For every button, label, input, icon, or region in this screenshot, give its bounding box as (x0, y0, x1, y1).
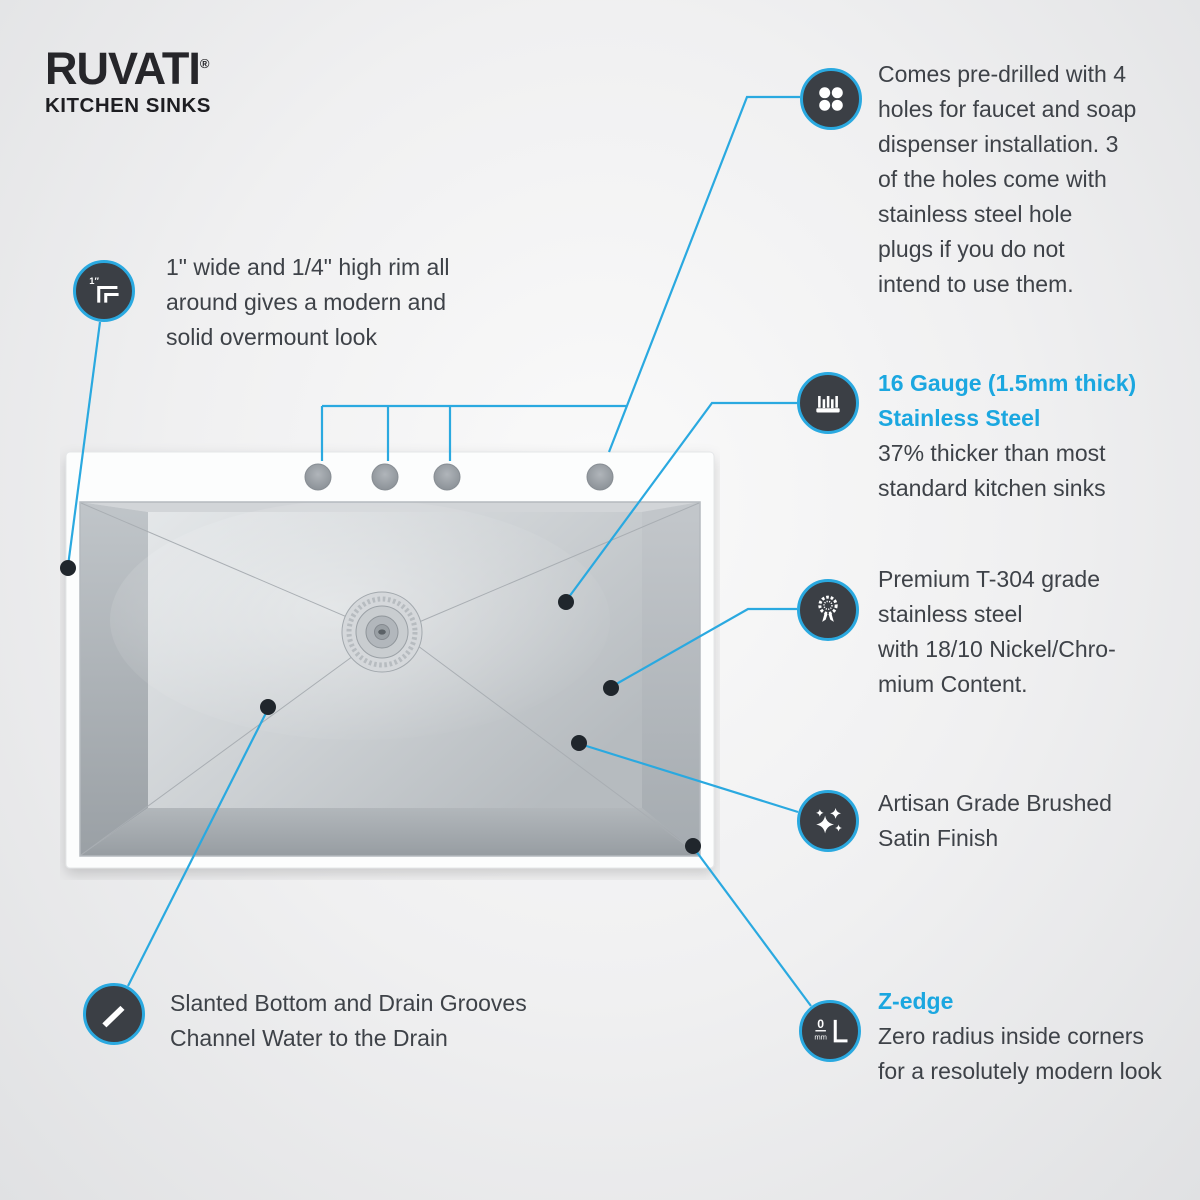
callout-slanted: Slanted Bottom and Drain Grooves Channel… (170, 986, 527, 1056)
faucet-hole-1 (304, 463, 332, 491)
slope-icon (102, 1005, 125, 1028)
thickness-gauge-icon (816, 396, 840, 413)
premium-badge (797, 579, 859, 641)
rim-badge: 1″ (73, 260, 135, 322)
rim-profile-icon: 1″ (89, 276, 119, 303)
basin-bottom-wall (80, 808, 700, 856)
callout-pre-drilled-text: Comes pre-drilled with 4 holes for fauce… (878, 61, 1137, 297)
callout-rim: 1" wide and 1/4" high rim all around giv… (166, 250, 450, 355)
callout-z-edge-heading: Z-edge (878, 988, 954, 1014)
callout-gauge-heading: 16 Gauge (1.5mm thick) Stainless Steel (878, 370, 1137, 431)
zero-label: 0 (817, 1017, 824, 1031)
faucet-holes-icon (819, 87, 843, 111)
basin-left-wall (80, 502, 148, 856)
sink-illustration (65, 451, 715, 869)
gauge-badge (797, 372, 859, 434)
mm-label: mm (814, 1033, 827, 1042)
callout-finish-text: Artisan Grade Brushed Satin Finish (878, 790, 1112, 851)
callout-rim-text: 1" wide and 1/4" high rim all around giv… (166, 254, 450, 350)
callout-premium: Premium T-304 grade stainless steel with… (878, 562, 1116, 702)
callout-gauge: 16 Gauge (1.5mm thick) Stainless Steel 3… (878, 366, 1136, 506)
rim-inch-label: 1″ (89, 276, 99, 286)
brand-name: RUVATI (45, 43, 201, 94)
registered-mark: ® (199, 56, 210, 71)
faucet-hole-4 (586, 463, 614, 491)
brand-tagline: KITCHEN SINKS (45, 94, 211, 117)
slanted-bottom-badge (83, 983, 145, 1045)
z-edge-badge: 0 mm (799, 1000, 861, 1062)
brand-logo: RUVATI® KITCHEN SINKS (45, 46, 211, 118)
callout-finish: Artisan Grade Brushed Satin Finish (878, 786, 1112, 856)
pre-drilled-badge (800, 68, 862, 130)
faucet-hole-2 (371, 463, 399, 491)
connector-pre-drilled (607, 95, 800, 453)
callout-slanted-text: Slanted Bottom and Drain Grooves Channel… (170, 990, 527, 1051)
sparkles-icon (816, 808, 842, 834)
sink-basin (79, 500, 701, 857)
zero-radius-icon: 0 mm (814, 1017, 848, 1043)
callout-premium-text: Premium T-304 grade stainless steel with… (878, 566, 1116, 697)
drain (341, 591, 423, 673)
callout-pre-drilled: Comes pre-drilled with 4 holes for fauce… (878, 57, 1136, 302)
finish-badge (797, 790, 859, 852)
callout-z-edge-text: Zero radius inside corners for a resolut… (878, 1023, 1162, 1084)
award-ribbon-icon (818, 595, 838, 622)
basin-right-wall (642, 502, 700, 856)
callout-gauge-text: 37% thicker than most standard kitchen s… (878, 440, 1106, 501)
callout-z-edge: Z-edge Zero radius inside corners for a … (878, 984, 1162, 1089)
faucet-hole-3 (433, 463, 461, 491)
